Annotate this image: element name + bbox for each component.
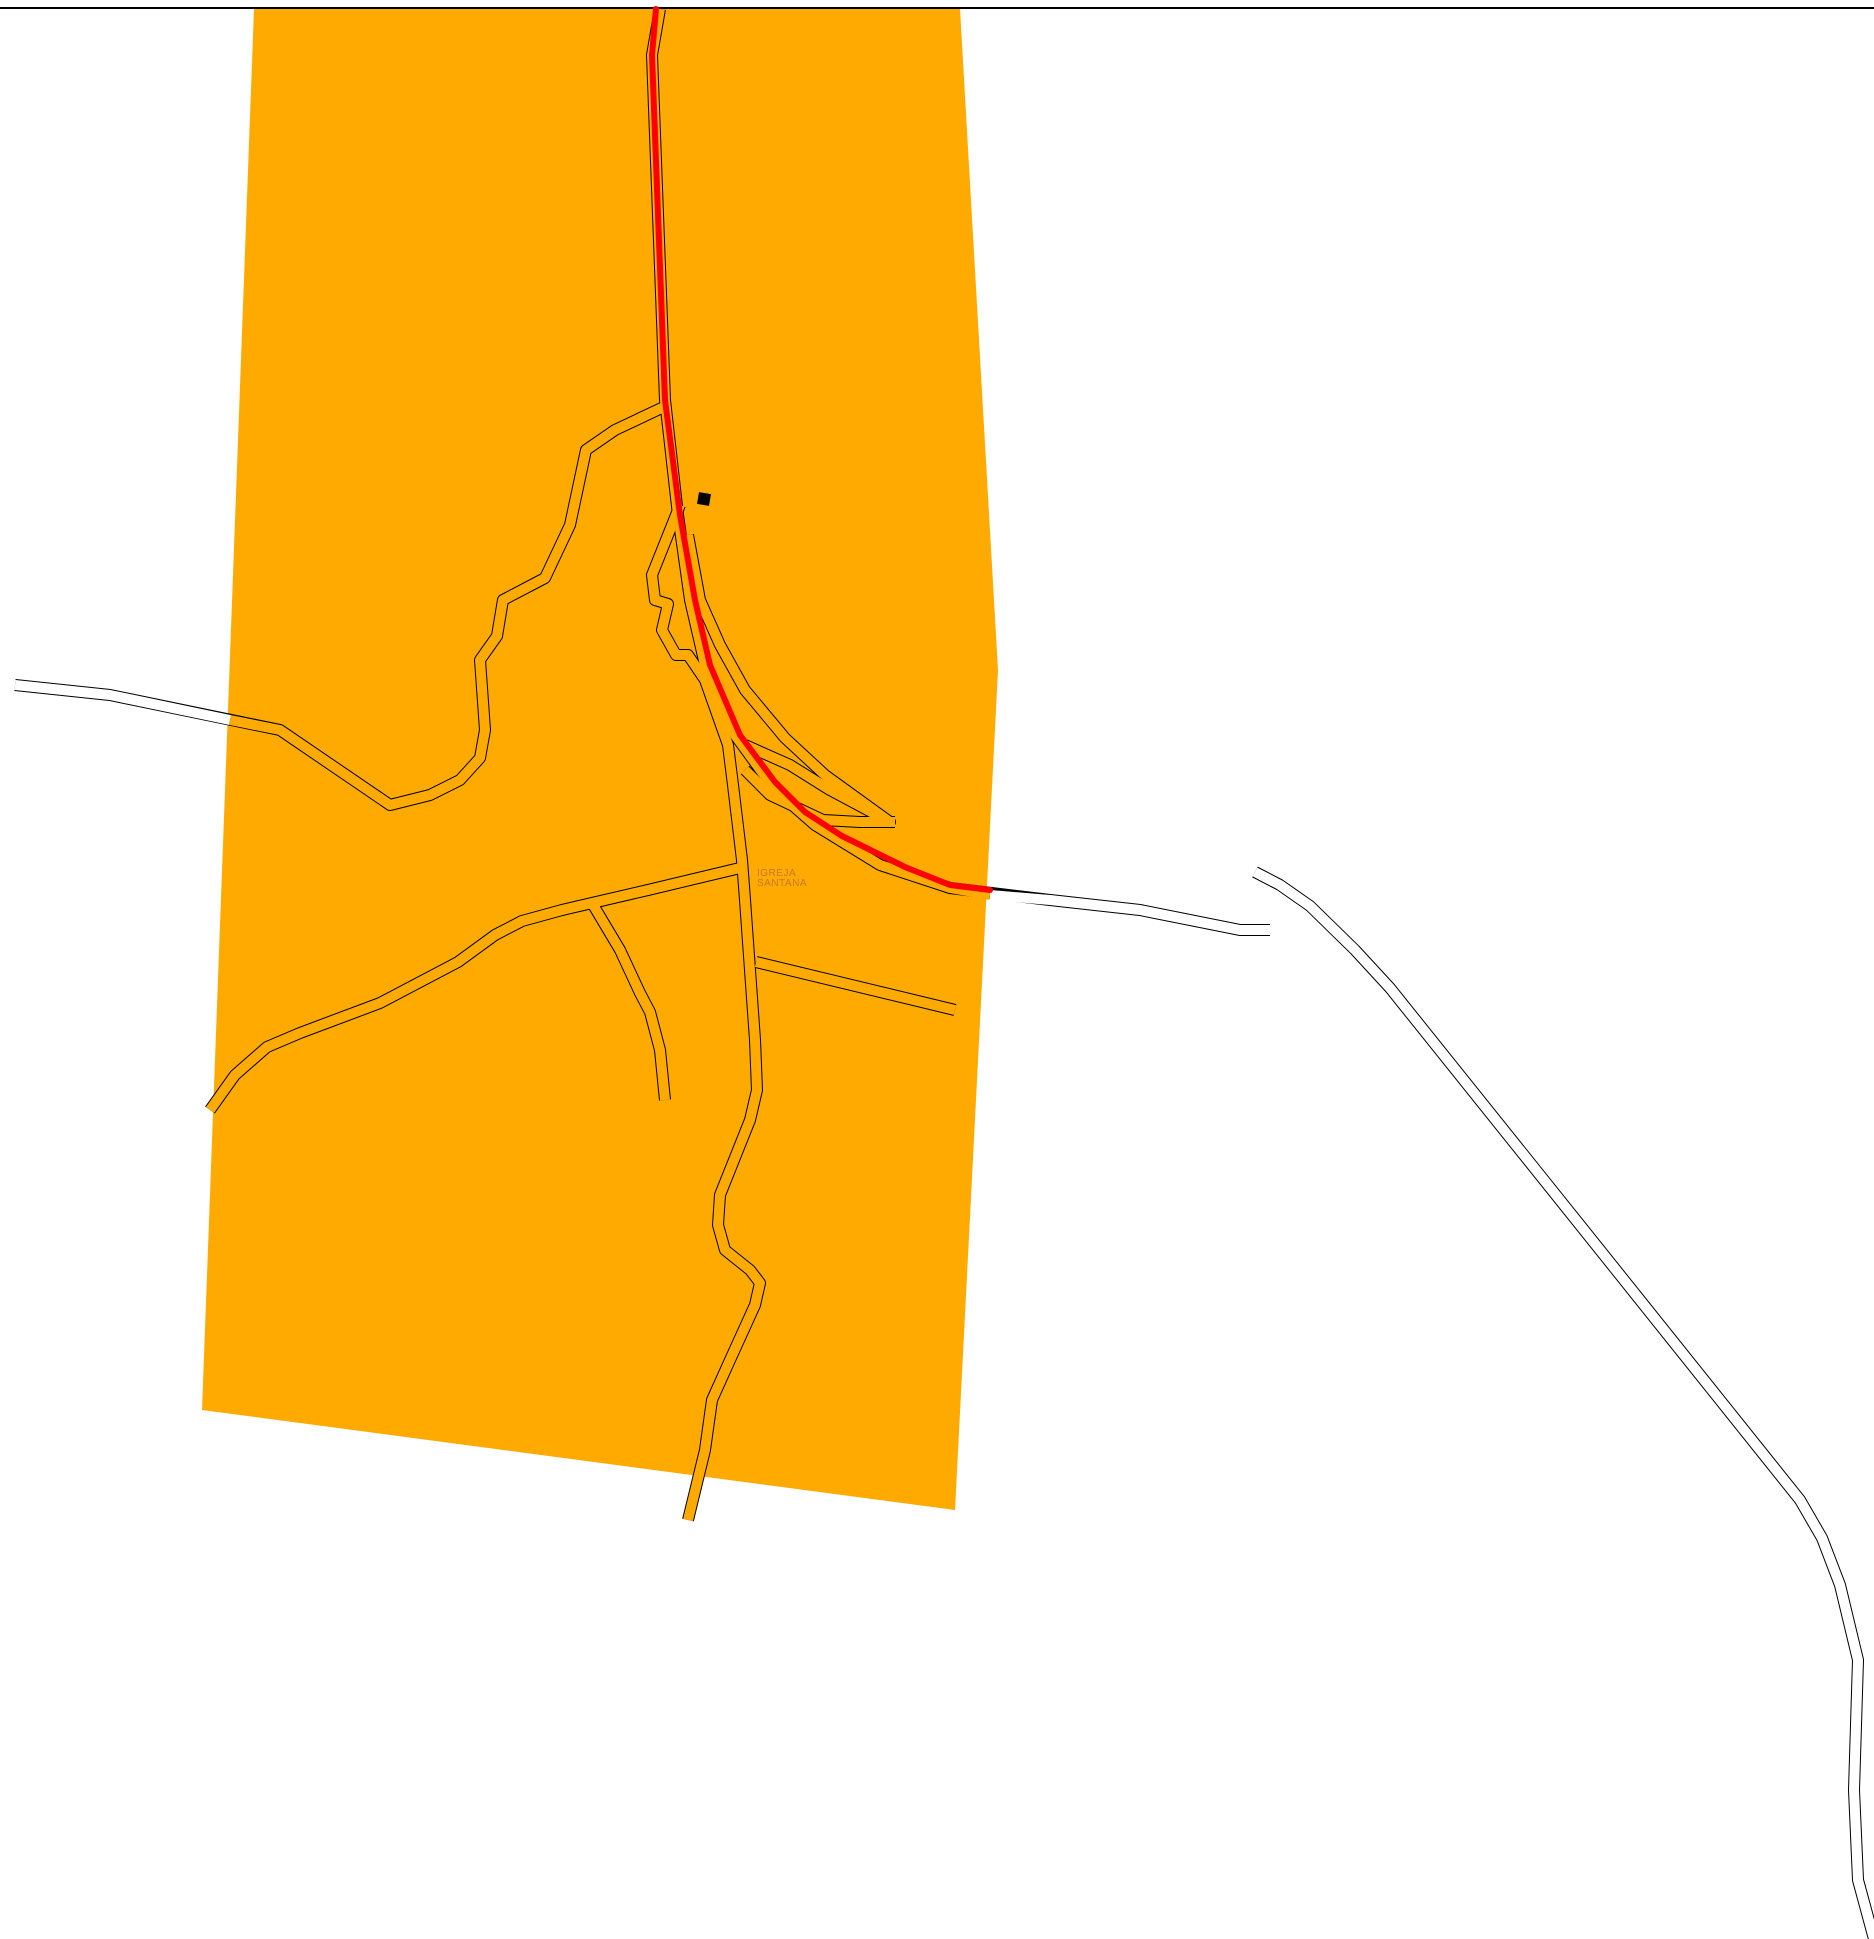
road-spur-south-fill bbox=[587, 900, 670, 1101]
road-main-east-fill bbox=[989, 890, 1270, 935]
road-connector-fill bbox=[741, 766, 895, 827]
highlighted-area[interactable] bbox=[202, 9, 998, 1510]
place-label-line2: SANTANA bbox=[757, 878, 807, 889]
road-east-fill bbox=[1252, 867, 1874, 1939]
highlighted-route[interactable] bbox=[649, 6, 993, 893]
place-label-line1: IGREJA bbox=[757, 868, 796, 879]
road-west-fill bbox=[229, 400, 671, 810]
road-west-fill-outside bbox=[14, 680, 232, 725]
road-southwest-fill bbox=[205, 863, 742, 1113]
road-inner-loop-fill bbox=[683, 534, 895, 827]
place-label-igreja-santana: IGREJA SANTANA bbox=[757, 868, 807, 889]
road-spur-east-fill bbox=[754, 957, 957, 1015]
road-stub bbox=[697, 492, 711, 506]
road-east bbox=[1252, 866, 1874, 1939]
road-village-branch-fill bbox=[647, 503, 765, 1522]
